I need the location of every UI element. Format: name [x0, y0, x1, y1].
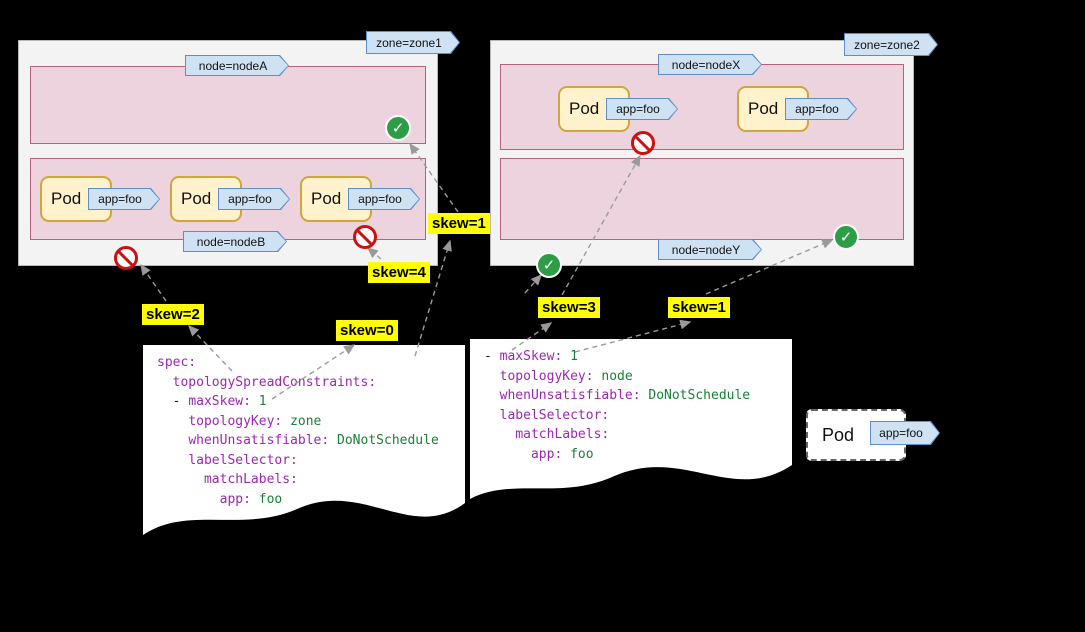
skew-label: skew=4	[368, 262, 430, 283]
pod-app-label: app=foo	[786, 99, 856, 119]
pod-app-label: app=foo	[219, 189, 289, 209]
no-entry-slash	[633, 134, 652, 152]
pending-pod-label: Pod	[822, 424, 855, 445]
pod-label: Pod	[569, 99, 600, 118]
yaml-code-node: - maxSkew: 1 topologyKey: node whenUnsat…	[484, 349, 751, 462]
skew-label: skew=1	[668, 297, 730, 318]
yaml-spec-node-constraint: - maxSkew: 1 topologyKey: node whenUnsat…	[470, 339, 792, 502]
zone2-label: zone=zone2	[845, 34, 937, 55]
node-y-label-tag: node=nodeY	[658, 239, 762, 260]
skew-label: skew=2	[142, 304, 204, 325]
check-icon	[536, 252, 562, 278]
pod-app-label: app=foo	[607, 99, 677, 119]
pod-app-label: app=foo	[89, 189, 159, 209]
dashed-arrow	[140, 263, 167, 302]
pending-pod-app-label: app=foo	[871, 422, 939, 444]
check-icon	[833, 224, 859, 250]
no-entry-icon	[114, 246, 138, 270]
node-a-label-tag: node=nodeA	[185, 55, 289, 76]
pod-app-label-tag: app=foo	[218, 188, 290, 210]
pending-pod-app-label-tag: app=foo	[870, 421, 940, 445]
check-icon	[385, 115, 411, 141]
no-entry-icon	[631, 131, 655, 155]
pod-app-label-tag: app=foo	[348, 188, 420, 210]
node-a-region	[30, 66, 426, 144]
pod-label: Pod	[748, 99, 779, 118]
node-b-label-tag: node=nodeB	[183, 231, 287, 252]
skew-label: skew=1	[428, 213, 490, 234]
no-entry-slash	[116, 249, 135, 267]
pod-app-label-tag: app=foo	[785, 98, 857, 120]
zone2-label-tag: zone=zone2	[844, 33, 938, 56]
pod-app-label: app=foo	[349, 189, 419, 209]
pod-label: Pod	[51, 189, 82, 208]
yaml-spec-zone-constraint: spec: topologySpreadConstraints: - maxSk…	[143, 345, 465, 537]
zone1-label: zone=zone1	[367, 32, 459, 53]
node-y-label: node=nodeY	[659, 240, 761, 259]
no-entry-slash	[355, 228, 374, 246]
no-entry-icon	[353, 225, 377, 249]
zone1-label-tag: zone=zone1	[366, 31, 460, 54]
pod-app-label-tag: app=foo	[88, 188, 160, 210]
yaml-code-zone: spec: topologySpreadConstraints: - maxSk…	[157, 355, 439, 507]
node-b-label: node=nodeB	[184, 232, 286, 251]
dashed-arrow	[524, 273, 542, 294]
pod-label: Pod	[181, 189, 212, 208]
pod-app-label-tag: app=foo	[606, 98, 678, 120]
pod-label: Pod	[311, 189, 342, 208]
node-x-label-tag: node=nodeX	[658, 54, 762, 75]
node-x-label: node=nodeX	[659, 55, 761, 74]
skew-label: skew=3	[538, 297, 600, 318]
skew-label: skew=0	[336, 320, 398, 341]
node-a-label: node=nodeA	[186, 56, 288, 75]
